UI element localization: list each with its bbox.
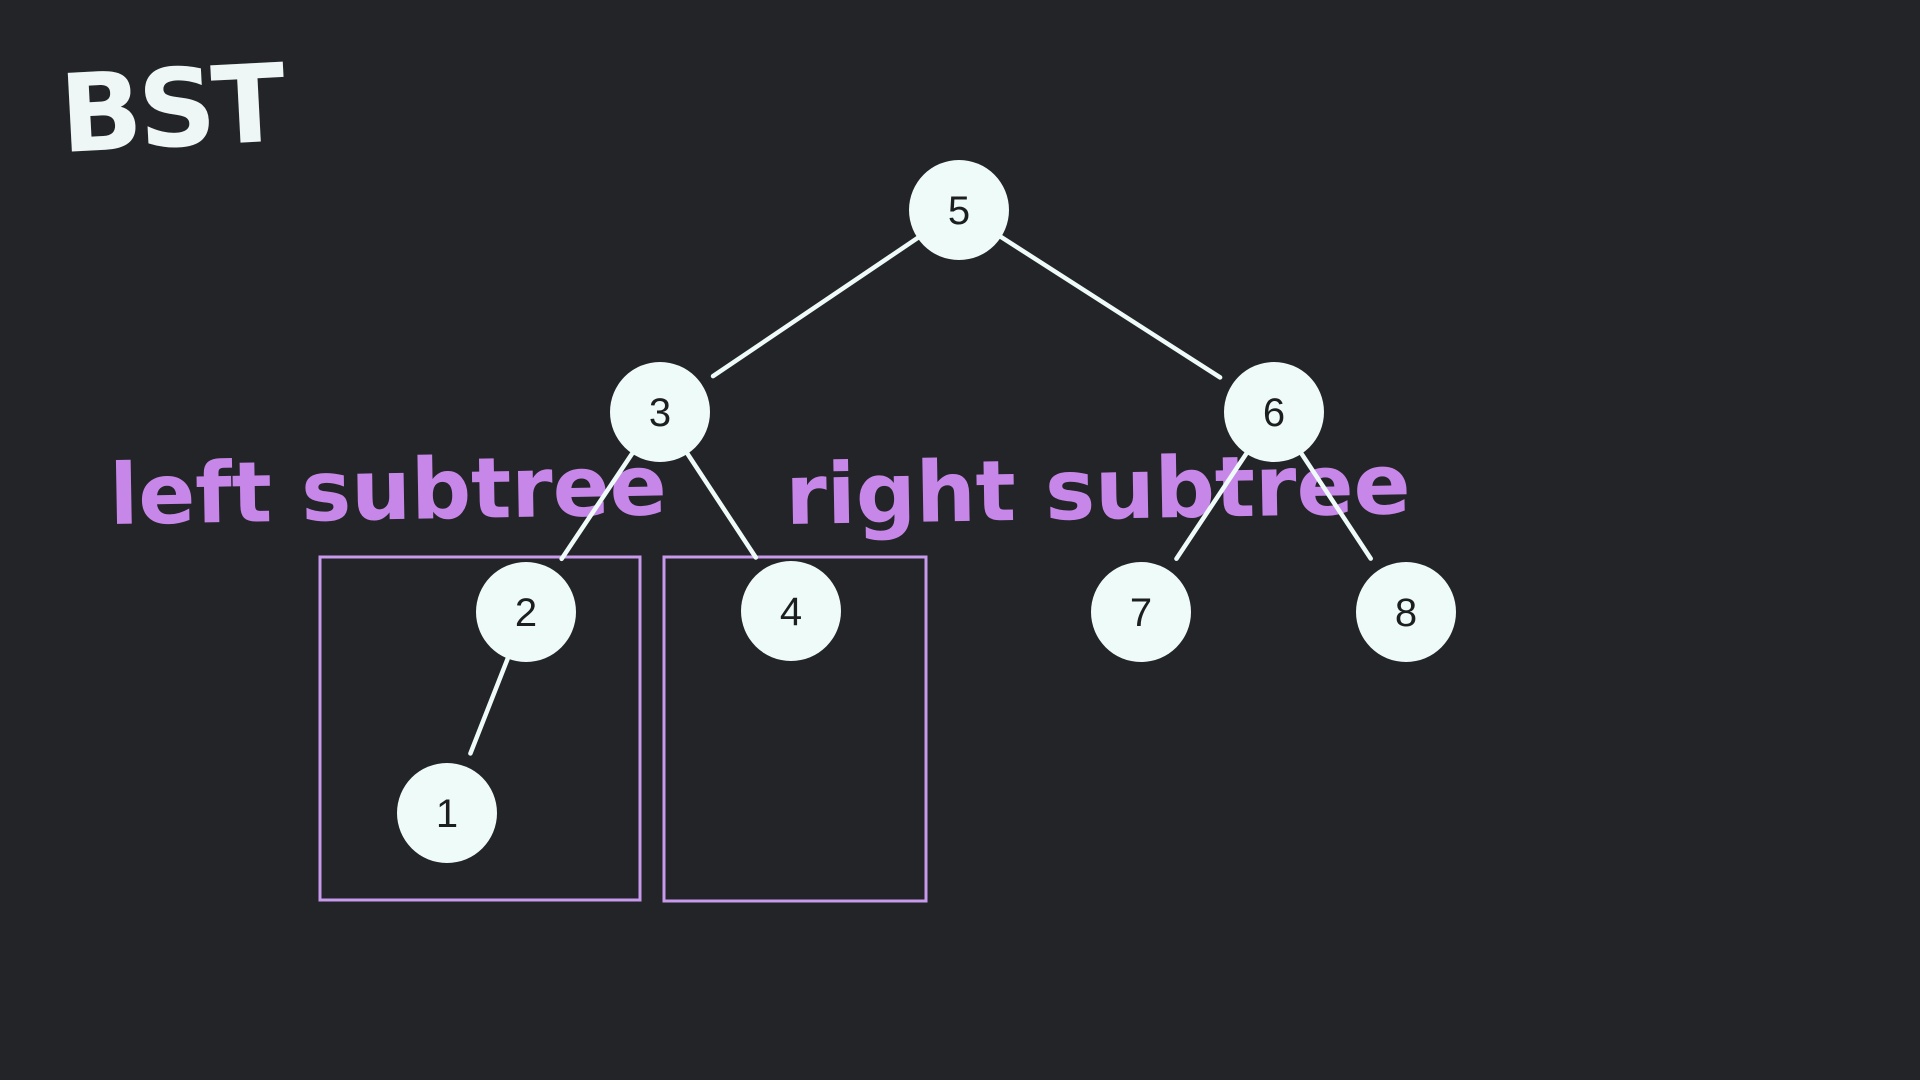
node-7-value: 7 <box>1130 591 1152 635</box>
node-1-value: 1 <box>436 792 458 836</box>
edge-5-3[interactable] <box>710 216 949 379</box>
right-subtree-label[interactable]: right subtree <box>785 435 1412 544</box>
title-text[interactable]: BST <box>57 41 289 178</box>
node-4[interactable] <box>741 561 841 661</box>
node-3[interactable] <box>610 362 710 462</box>
node-3-value: 3 <box>649 391 671 435</box>
node-2[interactable] <box>476 562 576 662</box>
node-7[interactable] <box>1091 562 1191 662</box>
node-1[interactable] <box>397 763 497 863</box>
right-subtree-box[interactable] <box>662 555 928 903</box>
node-6-value: 6 <box>1263 391 1285 435</box>
node-2-value: 2 <box>515 591 537 635</box>
node-5[interactable] <box>909 160 1009 260</box>
node-6[interactable] <box>1224 362 1324 462</box>
node-5-value: 5 <box>948 189 970 233</box>
node-4-value: 4 <box>780 590 802 634</box>
left-subtree-box[interactable] <box>318 555 642 902</box>
left-subtree-label[interactable]: left subtree <box>109 436 668 544</box>
node-8[interactable] <box>1356 562 1456 662</box>
edge-5-6[interactable] <box>969 215 1223 380</box>
node-8-value: 8 <box>1395 591 1417 635</box>
